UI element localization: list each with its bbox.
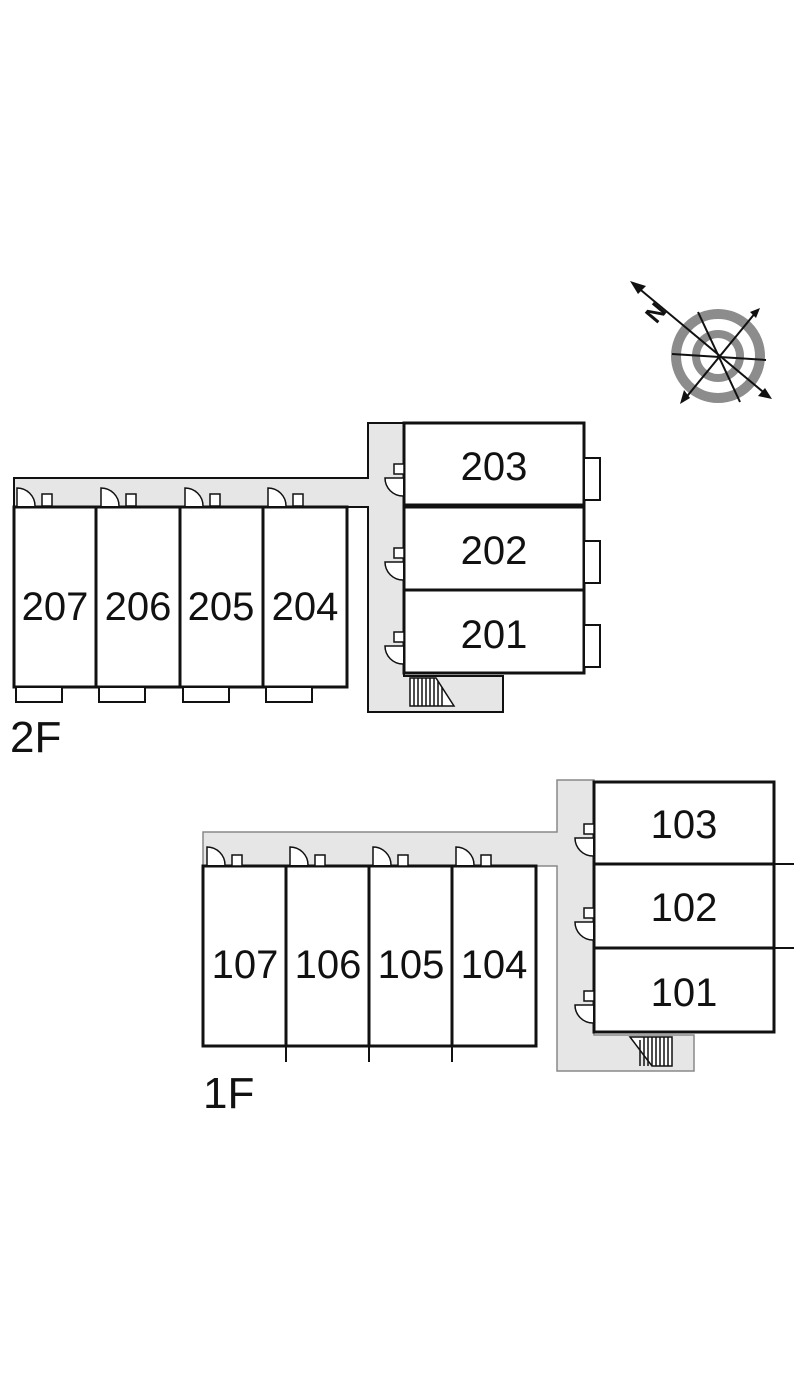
compass-north-label: N bbox=[640, 298, 672, 329]
unit-label: 203 bbox=[461, 445, 528, 489]
door-icon bbox=[574, 921, 594, 941]
floor-2f: 207 206 205 204 bbox=[10, 421, 601, 762]
door-icon bbox=[372, 846, 392, 866]
unit-label: 101 bbox=[651, 971, 718, 1015]
door-icon bbox=[384, 561, 404, 581]
door-icon bbox=[100, 487, 120, 507]
door-icon bbox=[184, 487, 204, 507]
unit-label: 105 bbox=[378, 943, 445, 987]
door-icon bbox=[583, 990, 595, 1002]
unit-label: 106 bbox=[295, 943, 362, 987]
door-icon bbox=[41, 493, 53, 507]
unit-107: 107 bbox=[201, 864, 288, 1048]
door-icon bbox=[209, 493, 221, 507]
door-icon bbox=[393, 631, 405, 643]
unit-label: 202 bbox=[461, 529, 528, 573]
unit-label: 104 bbox=[461, 943, 528, 987]
door-icon bbox=[455, 846, 475, 866]
unit-label: 206 bbox=[105, 585, 172, 629]
unit-label: 102 bbox=[651, 886, 718, 930]
door-icon bbox=[384, 477, 404, 497]
door-icon bbox=[393, 547, 405, 559]
door-icon bbox=[267, 487, 287, 507]
unit-106: 106 bbox=[284, 864, 371, 1048]
door-icon bbox=[574, 1004, 594, 1024]
unit-104: 104 bbox=[450, 864, 538, 1048]
floor-1f: 107 106 105 104 bbox=[201, 779, 794, 1118]
door-icon bbox=[206, 846, 226, 866]
unit-205: 205 bbox=[178, 505, 265, 703]
door-icons-1f-east bbox=[574, 823, 595, 1024]
garden-partitions-1f-east bbox=[774, 863, 794, 949]
unit-101: 101 bbox=[592, 946, 776, 1034]
door-icon bbox=[393, 463, 405, 475]
door-icon bbox=[125, 493, 137, 507]
door-icons-2f-west bbox=[16, 487, 304, 507]
door-icon bbox=[292, 493, 304, 507]
floor-label-1f: 1F bbox=[203, 1069, 254, 1118]
door-icon bbox=[480, 854, 492, 867]
unit-203: 203 bbox=[402, 421, 601, 507]
unit-102: 102 bbox=[592, 862, 776, 950]
unit-label: 201 bbox=[461, 613, 528, 657]
unit-label: 204 bbox=[272, 585, 339, 629]
unit-label: 107 bbox=[212, 943, 279, 987]
unit-206: 206 bbox=[94, 505, 182, 703]
door-icon bbox=[289, 846, 309, 866]
door-icon bbox=[231, 854, 243, 867]
stair-2f bbox=[409, 677, 456, 707]
unit-103: 103 bbox=[592, 780, 776, 866]
unit-105: 105 bbox=[367, 864, 454, 1048]
unit-label: 205 bbox=[188, 585, 255, 629]
floor-label-2f: 2F bbox=[10, 713, 61, 762]
door-icon bbox=[583, 907, 595, 919]
door-icon bbox=[583, 823, 595, 835]
compass-rose-icon: N bbox=[630, 281, 772, 404]
unit-207: 207 bbox=[12, 505, 98, 703]
door-icon bbox=[314, 854, 326, 867]
unit-202: 202 bbox=[402, 505, 601, 592]
unit-label: 207 bbox=[22, 585, 89, 629]
stair-1f bbox=[628, 1036, 673, 1067]
door-icons-2f-east bbox=[384, 463, 405, 665]
door-icon bbox=[574, 837, 594, 857]
door-icon bbox=[16, 487, 36, 507]
unit-201: 201 bbox=[402, 588, 601, 675]
garden-partitions-1f bbox=[285, 1046, 453, 1062]
unit-204: 204 bbox=[261, 505, 349, 703]
unit-label: 103 bbox=[651, 803, 718, 847]
door-icon bbox=[384, 645, 404, 665]
door-icons-1f-west bbox=[206, 846, 492, 867]
door-icon bbox=[397, 854, 409, 867]
